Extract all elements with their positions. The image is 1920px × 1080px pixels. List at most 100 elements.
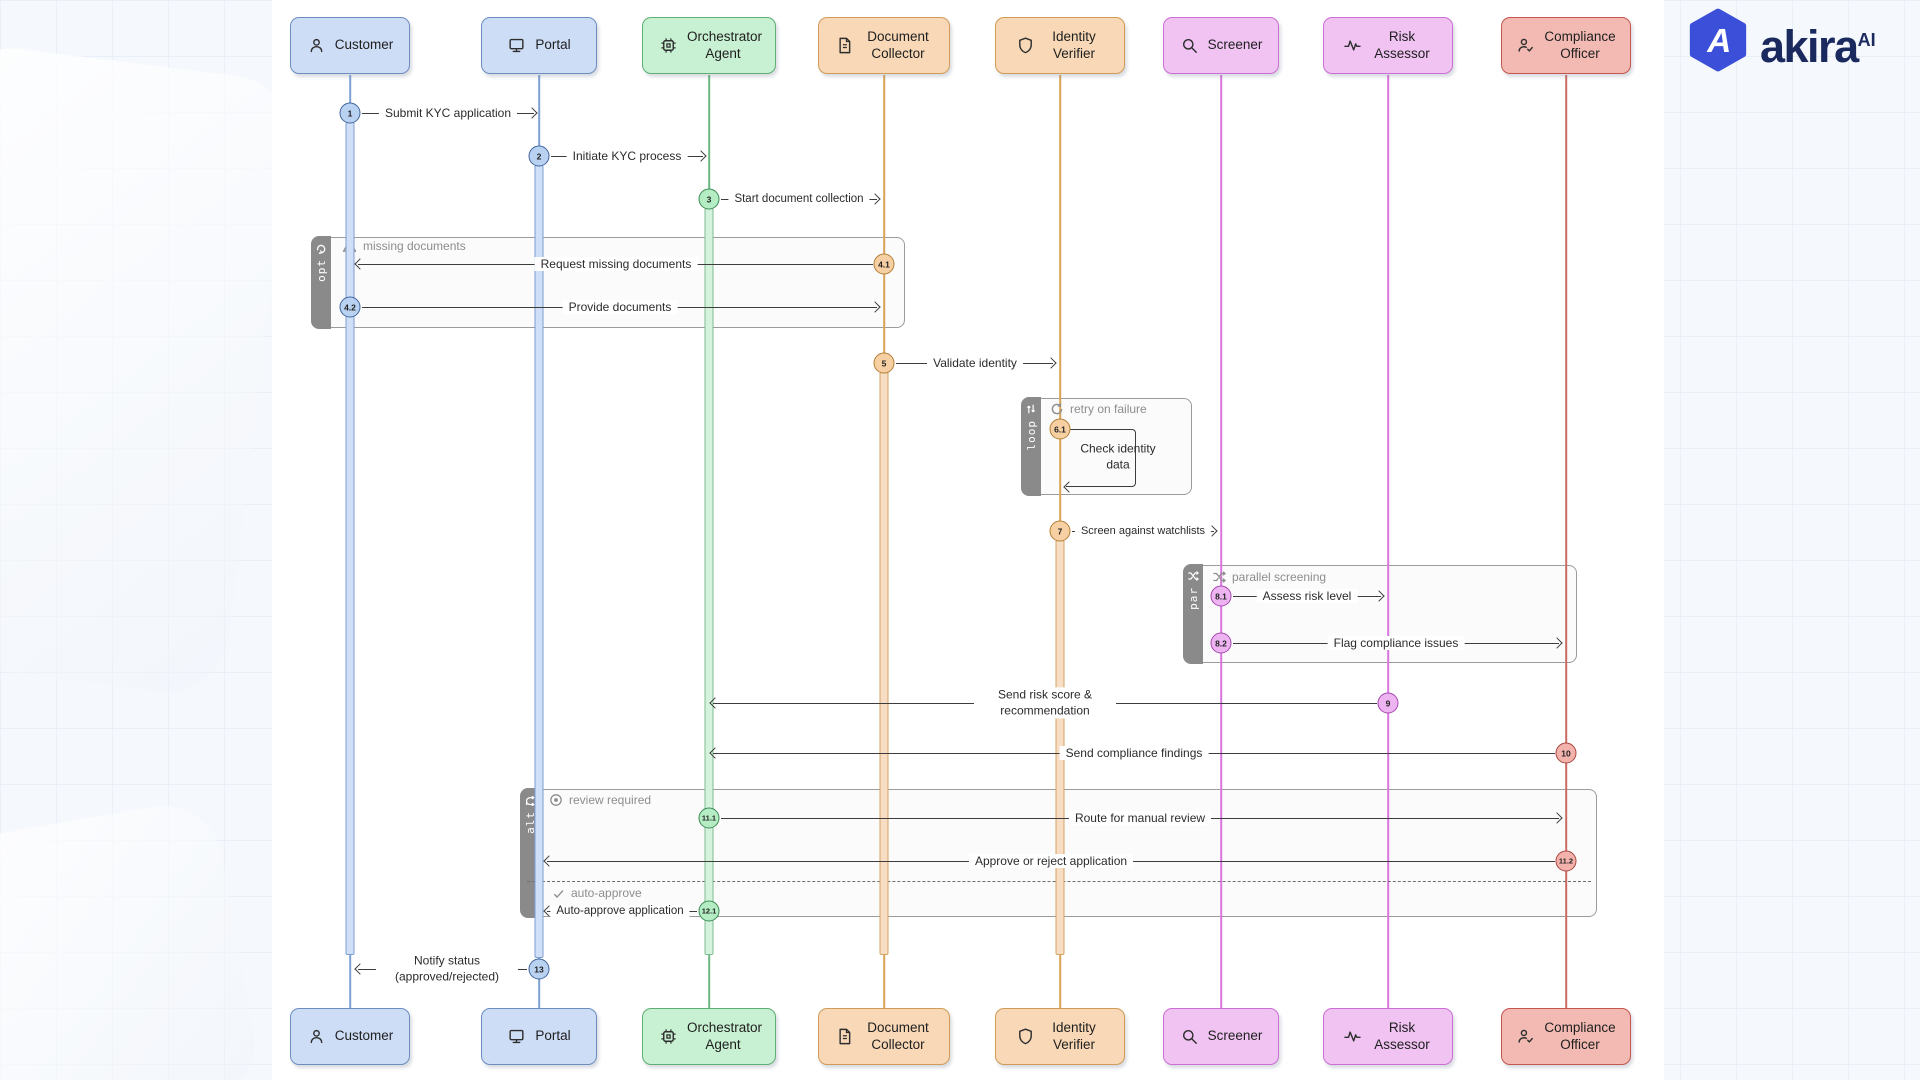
activation-doc-collector (879, 372, 889, 955)
search-icon (1182, 1030, 1197, 1044)
actor-compliance-officer-bottom: Compliance Officer (1501, 1008, 1631, 1065)
alt-frame-divider-text: auto-approve (571, 886, 642, 900)
message-number: 11.2 (1555, 850, 1577, 872)
message-label: Notify status (approved/rejected) (376, 953, 518, 985)
actor-identity-verifier-top: Identity Verifier (995, 17, 1125, 74)
loop-frame-tab: loop (1021, 397, 1042, 496)
message-number: 7 (1049, 520, 1071, 542)
person-icon (310, 1029, 323, 1044)
shuffle-icon (1213, 571, 1226, 583)
brand-suffix: AI (1857, 30, 1876, 50)
opt-frame-title-text: missing documents (363, 239, 466, 253)
shield-icon (1019, 1028, 1032, 1045)
par-frame-title-text: parallel screening (1232, 570, 1327, 584)
message-label: Request missing documents (534, 257, 698, 271)
background-blob (0, 796, 264, 1080)
message-number: 1 (339, 102, 361, 124)
actor-label: Customer (334, 1028, 394, 1044)
message-number: 8.2 (1210, 632, 1232, 654)
actor-label: Risk Assessor (1374, 1019, 1430, 1052)
alt-frame-divider-title: auto-approve (552, 886, 642, 900)
monitor-icon (509, 1029, 524, 1044)
par-frame-tab: par (1183, 564, 1204, 664)
loop-frame-label: loop (1024, 420, 1038, 451)
actor-screener-bottom: Screener (1163, 1008, 1279, 1065)
actor-label: Orchestrator Agent (687, 1019, 763, 1052)
akira-hexagon-icon: A (1689, 8, 1747, 72)
shield-icon (1019, 37, 1032, 54)
opt-icon (317, 245, 326, 255)
actor-label: Compliance Officer (1544, 28, 1616, 61)
message-number: 6.1 (1049, 418, 1071, 440)
activation-orchestrator (704, 208, 714, 955)
actor-label: Identity Verifier (1052, 28, 1096, 61)
actor-label: Document Collector (867, 1019, 929, 1052)
actor-label: Orchestrator Agent (687, 28, 763, 61)
svg-text:A: A (1706, 23, 1731, 60)
actor-portal-bottom: Portal (481, 1008, 597, 1065)
lifeline-compliance (1565, 75, 1567, 1008)
background-blob (0, 41, 297, 699)
message-label: Send compliance findings (1059, 746, 1209, 760)
actor-screener-top: Screener (1163, 17, 1279, 74)
opt-frame-label: opt (314, 259, 328, 283)
branch-icon (526, 796, 536, 807)
message-label: Provide documents (562, 300, 678, 314)
message-label: Validate identity (927, 356, 1023, 370)
message-number: 5 (873, 352, 895, 374)
opt-frame-tab: opt (311, 236, 332, 329)
actor-label: Identity Verifier (1052, 1019, 1096, 1052)
alt-frame-title-text: review required (569, 793, 652, 807)
brand-name: akira (1760, 21, 1859, 72)
actor-orchestrator-top: Orchestrator Agent (642, 17, 776, 74)
actor-label: Screener (1207, 37, 1263, 53)
search-icon (1182, 39, 1197, 53)
message-label: Flag compliance issues (1327, 636, 1465, 650)
pulse-icon (1344, 40, 1361, 51)
message-label: Initiate KYC process (566, 149, 688, 163)
chip-icon (661, 38, 676, 53)
chip-icon (661, 1029, 676, 1044)
actor-label: Portal (535, 37, 571, 53)
loop-icon (1027, 405, 1036, 414)
loop-frame-title: retry on failure (1050, 402, 1147, 416)
message-label: Route for manual review (1068, 811, 1212, 825)
actor-label: Document Collector (867, 28, 929, 61)
lifeline-screener (1220, 75, 1222, 1008)
diagram-canvas (272, 0, 1664, 1080)
message-label: Approve or reject application (968, 854, 1134, 868)
message-number: 13 (528, 958, 550, 980)
message-label: Check identity data (1080, 441, 1156, 471)
actor-customer-top: Customer (290, 17, 410, 74)
message-label: Start document collection (728, 193, 870, 205)
actor-label: Customer (334, 37, 394, 53)
person-icon (310, 38, 323, 53)
message-label: Screen against watchlists (1074, 525, 1212, 537)
actor-doc-collector-top: Document Collector (818, 17, 950, 74)
akira-ai-logo: A akiraAI (1686, 8, 1876, 79)
message-number: 4.1 (873, 253, 895, 275)
actor-doc-collector-bottom: Document Collector (818, 1008, 950, 1065)
actor-label: Compliance Officer (1544, 1019, 1616, 1052)
activation-customer (345, 122, 355, 955)
message-label: Submit KYC application (378, 106, 518, 120)
actor-risk-assessor-top: Risk Assessor (1323, 17, 1453, 74)
actor-compliance-officer-top: Compliance Officer (1501, 17, 1631, 74)
message-number: 10 (1555, 742, 1577, 764)
message-label: Auto-approve application (550, 905, 690, 917)
message-number: 2 (528, 145, 550, 167)
actor-customer-bottom: Customer (290, 1008, 410, 1065)
message-number: 9 (1377, 692, 1399, 714)
actor-label: Portal (535, 1028, 571, 1044)
person-check-icon (1518, 1029, 1533, 1043)
message-number: 11.1 (698, 807, 720, 829)
pulse-icon (1344, 1031, 1361, 1042)
message-label: Assess risk level (1256, 589, 1358, 603)
par-frame-label: par (1186, 587, 1200, 611)
actor-risk-assessor-bottom: Risk Assessor (1323, 1008, 1453, 1065)
actor-orchestrator-bottom: Orchestrator Agent (642, 1008, 776, 1065)
message-number: 12.1 (698, 900, 720, 922)
actor-label: Risk Assessor (1374, 28, 1430, 61)
message-number: 3 (698, 188, 720, 210)
opt-frame-title: missing documents (342, 239, 466, 253)
